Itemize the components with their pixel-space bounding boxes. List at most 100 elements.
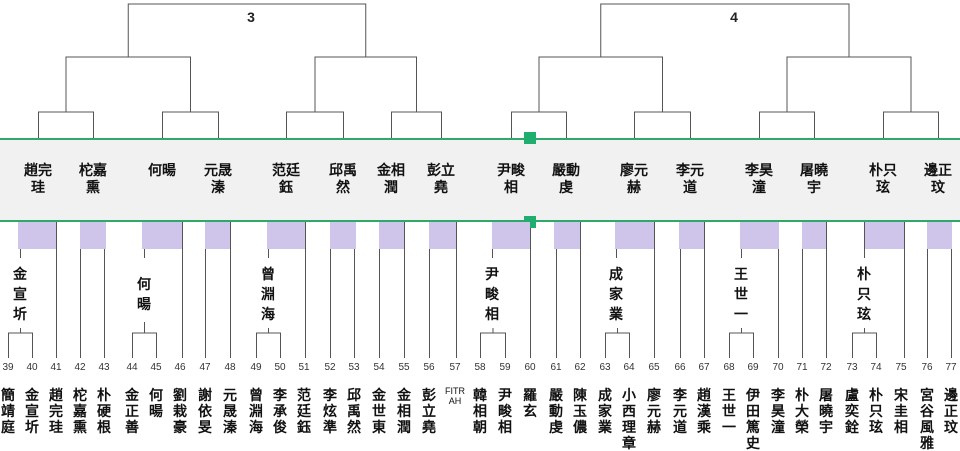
top-name: 金相潤 bbox=[377, 162, 405, 196]
top-name-line: 尹畯 bbox=[497, 162, 525, 178]
top-name-line: 潤 bbox=[384, 179, 398, 195]
top-name: 李昊潼 bbox=[745, 162, 773, 196]
player-name: 李承俊 bbox=[273, 387, 287, 435]
bracket-qf bbox=[314, 56, 417, 112]
top-name: 邱禹然 bbox=[329, 162, 357, 196]
player-name: 李炫準 bbox=[323, 387, 337, 435]
top-name: 范廷鈺 bbox=[272, 162, 300, 196]
seed-number: 60 bbox=[524, 362, 536, 373]
top-name-line: 然 bbox=[336, 179, 350, 195]
seed-number: 73 bbox=[846, 362, 858, 373]
player-name: 謝依旻 bbox=[198, 387, 212, 435]
section-label-3: 3 bbox=[247, 9, 255, 25]
highlight-bar bbox=[330, 222, 356, 249]
seed-number: 75 bbox=[895, 362, 907, 373]
player-name: 陳玉儂 bbox=[573, 387, 587, 435]
seed-number: 68 bbox=[723, 362, 735, 373]
highlight-bar bbox=[554, 222, 580, 249]
seed-number: 52 bbox=[324, 362, 336, 373]
highlight-bar bbox=[205, 222, 230, 249]
seed-number: 51 bbox=[298, 362, 310, 373]
player-name: 柁嘉熏 bbox=[73, 387, 87, 435]
highlight-bar bbox=[927, 222, 952, 249]
player-name: 尹畯相 bbox=[498, 387, 512, 435]
player-name: 元晟溱 bbox=[223, 387, 237, 435]
player-name: 金世東 bbox=[372, 387, 386, 435]
player-name: 成家業 bbox=[598, 387, 612, 435]
player-name: 范廷鈺 bbox=[297, 387, 311, 435]
seed-number: 59 bbox=[499, 362, 511, 373]
highlight-bar bbox=[865, 222, 904, 249]
player-name: 廖元赫 bbox=[647, 387, 661, 435]
seed-number: 69 bbox=[747, 362, 759, 373]
seed-number: 72 bbox=[820, 362, 832, 373]
seed-number: 50 bbox=[274, 362, 286, 373]
seed-number: 48 bbox=[224, 362, 236, 373]
player-name: 小西理章 bbox=[622, 387, 636, 451]
top-name-line: 溱 bbox=[211, 179, 225, 195]
top-name-line: 熏 bbox=[86, 179, 100, 195]
top-name-line: 珪 bbox=[31, 179, 45, 195]
player-name: 王世一 bbox=[722, 387, 736, 435]
seed-number: 56 bbox=[423, 362, 435, 373]
seed-number: 77 bbox=[945, 362, 957, 373]
player-name: 邊正玟 bbox=[944, 387, 958, 435]
player-name: FITRAH bbox=[445, 386, 465, 406]
top-name-line: 堯 bbox=[434, 179, 448, 195]
top-name: 朴只玹 bbox=[869, 162, 897, 196]
player-name: 宋圭相 bbox=[894, 387, 908, 435]
highlight-bar bbox=[615, 222, 654, 249]
top-name-line: 柁嘉 bbox=[79, 162, 107, 178]
player-name: 盧奕銓 bbox=[845, 387, 859, 435]
seed-number: 63 bbox=[599, 362, 611, 373]
seed-number: 70 bbox=[772, 362, 784, 373]
top-name: 何暘 bbox=[148, 162, 176, 179]
highlight-bar bbox=[802, 222, 826, 249]
bracket-r1 bbox=[852, 332, 877, 358]
top-name-line: 金相 bbox=[377, 162, 405, 178]
bracket-r16 bbox=[162, 111, 219, 138]
winner-name: 成家業 bbox=[609, 266, 623, 322]
top-name: 邊正玟 bbox=[924, 162, 952, 196]
highlight-bar bbox=[18, 222, 56, 249]
seed-number: 76 bbox=[921, 362, 933, 373]
top-name-line: 嚴動 bbox=[552, 162, 580, 178]
top-name-line: 彭立 bbox=[427, 162, 455, 178]
top-name-line: 相 bbox=[504, 179, 518, 195]
player-name: 趙完珪 bbox=[49, 387, 63, 435]
seed-number: 49 bbox=[250, 362, 262, 373]
top-name: 李元道 bbox=[676, 162, 704, 196]
seed-number: 71 bbox=[796, 362, 808, 373]
top-name: 元晟溱 bbox=[204, 162, 232, 196]
top-name-line: 廖元 bbox=[620, 162, 648, 178]
highlight-bar bbox=[492, 222, 530, 249]
seed-number: 54 bbox=[373, 362, 385, 373]
seed-number: 74 bbox=[870, 362, 882, 373]
top-name-line: 邱禹 bbox=[329, 162, 357, 178]
top-name: 屠曉宇 bbox=[800, 162, 828, 196]
player-name: 羅玄 bbox=[523, 387, 537, 419]
bracket-r1 bbox=[605, 332, 630, 358]
seed-number: 55 bbox=[398, 362, 410, 373]
player-name: 何暘 bbox=[149, 387, 163, 419]
top-name-line: 李元 bbox=[676, 162, 704, 178]
winner-name: 朴只玹 bbox=[857, 266, 871, 322]
bracket-r1 bbox=[729, 332, 754, 358]
seed-number: 46 bbox=[174, 362, 186, 373]
seed-number: 64 bbox=[623, 362, 635, 373]
top-name-line: 范廷 bbox=[272, 162, 300, 178]
player-name: 曾淵海 bbox=[249, 387, 263, 435]
seed-number: 47 bbox=[199, 362, 211, 373]
seed-number: 42 bbox=[74, 362, 86, 373]
top-name-line: 鈺 bbox=[279, 179, 293, 195]
top-name-line: 道 bbox=[683, 179, 697, 195]
section-label-4: 4 bbox=[730, 9, 738, 25]
top-name-line: 潼 bbox=[752, 179, 766, 195]
band-top-marker bbox=[524, 132, 536, 144]
player-name: 屠曉宇 bbox=[819, 387, 833, 435]
seed-number: 67 bbox=[698, 362, 710, 373]
player-name: 朴大榮 bbox=[795, 387, 809, 435]
top-name: 趙完珪 bbox=[24, 162, 52, 196]
bracket-r1 bbox=[132, 332, 157, 358]
